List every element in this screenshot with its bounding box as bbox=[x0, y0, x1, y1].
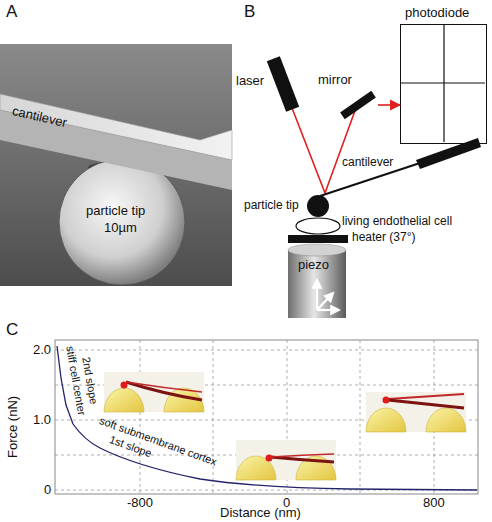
axis-title: Force (nN) bbox=[6, 396, 21, 458]
node-label: photodiode bbox=[405, 6, 469, 21]
particle-sphere bbox=[59, 159, 185, 285]
grid-line bbox=[213, 340, 214, 494]
photodiode: photodiode bbox=[400, 24, 487, 144]
panel-letter: B bbox=[244, 2, 255, 22]
scale-note: 10µm bbox=[104, 221, 137, 236]
grid bbox=[55, 340, 478, 494]
part-label: cantilever bbox=[342, 156, 393, 170]
quadrant-line bbox=[401, 82, 485, 83]
node-shape bbox=[266, 56, 300, 112]
heater-plate bbox=[288, 235, 348, 243]
grid-line bbox=[55, 350, 478, 351]
part-label: heater (37°) bbox=[352, 231, 416, 245]
mirror-plate bbox=[340, 91, 376, 119]
part-label: particle tip bbox=[244, 199, 299, 213]
laser-source: laser bbox=[266, 56, 300, 112]
cantilever-cartoon bbox=[388, 400, 464, 408]
inset-background bbox=[366, 392, 466, 432]
panel-letter: A bbox=[6, 2, 17, 22]
tick-label: -800 bbox=[127, 496, 153, 511]
piezo-body bbox=[288, 250, 346, 318]
node-label: piezo bbox=[298, 258, 329, 273]
cantilever-holder bbox=[416, 138, 481, 169]
axis-arrow bbox=[317, 293, 333, 310]
part-label: living endothelial cell bbox=[342, 215, 452, 229]
plot-frame bbox=[55, 340, 478, 494]
grid-line bbox=[360, 340, 361, 494]
part-label: particle tip bbox=[86, 204, 145, 219]
panel-letter: C bbox=[6, 320, 18, 340]
particle-cartoon bbox=[383, 397, 390, 404]
tick-label: 0 bbox=[44, 483, 51, 498]
node-label: mirror bbox=[318, 73, 352, 88]
force-curve bbox=[57, 346, 477, 490]
endothelial-cell bbox=[296, 218, 340, 234]
node-shape bbox=[401, 25, 486, 143]
axis-arrow bbox=[317, 309, 339, 311]
cantilever-cartoon bbox=[388, 394, 464, 399]
particle-cartoon bbox=[266, 455, 273, 462]
cantilever-beam-top bbox=[0, 94, 232, 160]
mirror: mirror bbox=[338, 90, 378, 120]
tick-label: 800 bbox=[423, 496, 445, 511]
grid-line bbox=[140, 340, 141, 494]
cell-dome bbox=[426, 408, 466, 432]
cantilever-cartoon bbox=[126, 382, 202, 400]
node-label: laser bbox=[236, 74, 264, 89]
particle-cartoon bbox=[121, 382, 128, 389]
node-shape bbox=[288, 244, 346, 318]
tick-label: 1.0 bbox=[33, 413, 51, 428]
cell-dome bbox=[104, 388, 144, 412]
cantilever-cartoon bbox=[271, 457, 334, 462]
inset-background bbox=[104, 372, 204, 412]
axis-arrow bbox=[316, 280, 318, 310]
piezo-stage: piezo bbox=[288, 244, 346, 318]
sem-background bbox=[0, 44, 232, 286]
tick-label: 2.0 bbox=[33, 343, 51, 358]
inset-cartoon bbox=[104, 372, 204, 412]
laser-beam-arrow bbox=[378, 104, 400, 106]
laser-beam bbox=[292, 108, 356, 193]
inset-cartoon bbox=[366, 392, 466, 432]
inset-background bbox=[236, 440, 336, 480]
cantilever-cartoon bbox=[126, 382, 202, 392]
inset-cartoon bbox=[236, 440, 336, 480]
cell-dome bbox=[366, 408, 406, 432]
axis-title: Distance (nm) bbox=[220, 506, 301, 521]
cantilever-cartoon bbox=[271, 454, 334, 457]
particle-tip bbox=[307, 195, 329, 217]
laser-body bbox=[267, 56, 299, 111]
node-shape bbox=[338, 90, 378, 120]
piezo-top bbox=[288, 244, 346, 256]
